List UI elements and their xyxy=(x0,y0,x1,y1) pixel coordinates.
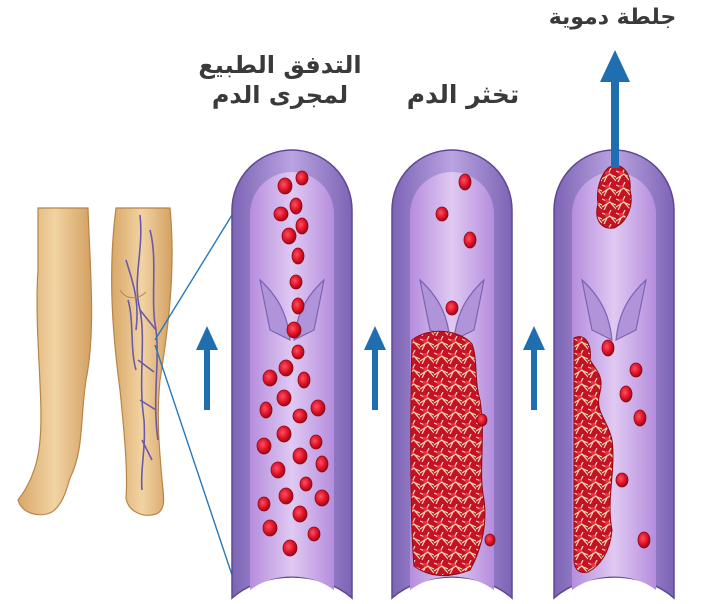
label-normal-flow-line2: لمجرى الدم xyxy=(180,80,380,110)
label-normal-flow: التدفق الطبيع لمجرى الدم xyxy=(180,50,380,110)
label-normal-flow-line1: التدفق الطبيع xyxy=(180,50,380,80)
vessel-clotting xyxy=(392,150,512,598)
vessel-embolus xyxy=(554,150,674,598)
up-arrow-icon xyxy=(523,326,545,410)
vessel-normal-flow xyxy=(232,150,352,598)
label-blood-clot: جلطة دموية xyxy=(520,4,705,32)
up-arrow-icon xyxy=(364,326,386,410)
left-leg xyxy=(18,208,92,515)
leg-illustration xyxy=(18,208,172,515)
up-arrow-icon xyxy=(196,326,218,410)
blood-clot-mass xyxy=(411,331,485,575)
label-clotting: تخثر الدم xyxy=(388,80,538,110)
